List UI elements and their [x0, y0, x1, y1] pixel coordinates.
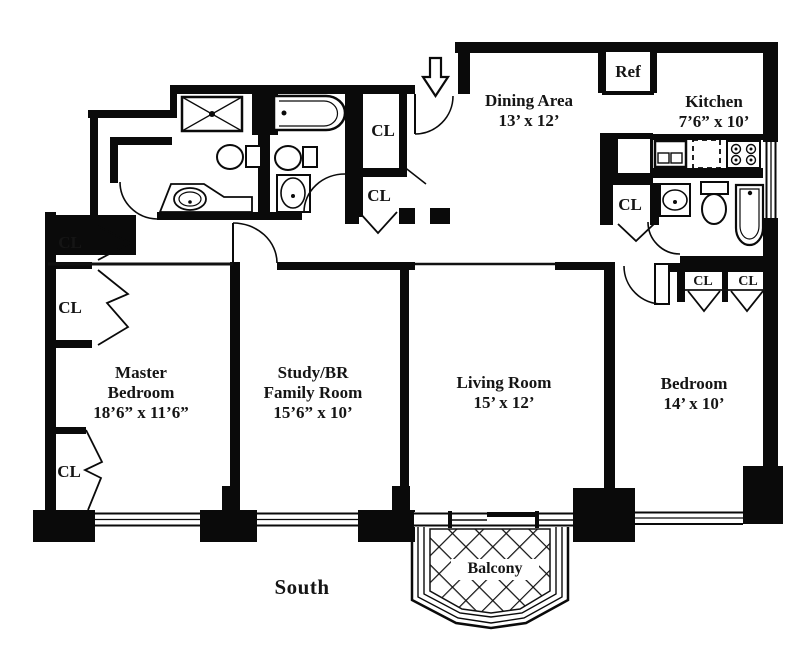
room-dimensions: 13’ x 12’: [498, 111, 560, 130]
hall-closet-door-leaf: [402, 165, 427, 185]
toilet-icon: [274, 145, 318, 171]
closet-door-chevron: [687, 290, 721, 313]
room-name: Study/BR: [277, 363, 349, 382]
balcony-railing: [417, 527, 563, 624]
refrigerator-label: Ref: [615, 62, 641, 81]
toilet-icon: [700, 181, 729, 225]
dining-area-label: Dining Area 13’ x 12’: [485, 91, 573, 131]
toilet-icon: [216, 144, 262, 170]
room-name: Master: [115, 363, 167, 382]
closet-door-chevron: [97, 225, 132, 261]
room-name: Bedroom: [660, 374, 728, 393]
window-master-south: [93, 512, 200, 527]
room-dimensions: 18’6” x 11’6”: [93, 403, 189, 422]
bathtub-icon: [734, 183, 765, 247]
bathtub-icon: [272, 94, 347, 132]
bath2-door-swing: [303, 173, 346, 213]
closet-door-chevron: [358, 211, 398, 235]
kitchen-sink-icon: [653, 139, 688, 169]
room-dimensions: 15’ x 12’: [473, 393, 535, 412]
balcony-door: [414, 511, 573, 528]
shower-icon: [180, 95, 244, 133]
closet-label-left-3: CL: [57, 462, 81, 481]
sink-icon: [659, 183, 691, 217]
room-name: Kitchen: [685, 92, 743, 111]
refrigerator-icon: [602, 48, 654, 95]
closet-label-hall-2: CL: [367, 186, 391, 205]
window-kitchen-east: [765, 142, 777, 218]
walls: [33, 42, 783, 542]
master-bedroom-label: Master Bedroom 18’6” x 11’6”: [93, 363, 188, 423]
closet-label-left-1: CL: [58, 233, 82, 252]
bedroom-door-swing: [623, 263, 670, 305]
windows: [93, 142, 777, 527]
balcony-railing: [423, 527, 557, 618]
closet-door-chevron: [730, 290, 764, 313]
closet-label-bedroom-1: CL: [693, 274, 713, 289]
thin-walls: [48, 262, 765, 291]
fixtures: [158, 94, 765, 247]
orientation-label: South: [274, 575, 330, 599]
bedroom-label: Bedroom 14’ x 10’: [661, 374, 728, 414]
kitchen-label: Kitchen 7’6” x 10’: [679, 92, 750, 132]
closet-door-chevron: [617, 223, 655, 243]
entry-arrow-icon: [420, 56, 451, 99]
master-bath-door-swing: [119, 181, 158, 220]
master-bedroom-door-swing: [232, 222, 278, 264]
dishwasher-icon: [692, 139, 721, 169]
study-label: Study/BR Family Room 15’6” x 10’: [264, 363, 363, 423]
balcony-label-band: [451, 559, 539, 580]
window-study-south: [257, 512, 358, 527]
balcony-label: Balcony: [467, 560, 523, 577]
entry-door-swing: [414, 94, 454, 135]
doors: [119, 94, 681, 305]
room-name: Dining Area: [484, 91, 574, 110]
kitchen-cabinet-inset: [618, 139, 650, 173]
stove-icon: [726, 140, 761, 169]
room-dimensions: 14’ x 10’: [663, 394, 725, 413]
room-dimensions: 15’6” x 10’: [273, 403, 353, 422]
closet-door-chevrons: [82, 211, 764, 511]
closet-label-kitchen: CL: [618, 195, 642, 214]
balcony: [410, 527, 570, 630]
closet-label-hall-1: CL: [371, 121, 395, 140]
room-name: Family Room: [263, 383, 363, 402]
living-room-label: Living Room 15’ x 12’: [457, 373, 552, 413]
vanity-sink-icon: [158, 183, 253, 213]
room-name: Bedroom: [107, 383, 175, 402]
window-bedroom-south: [635, 511, 743, 525]
closet-label-left-2: CL: [58, 298, 82, 317]
room-name: Living Room: [456, 373, 552, 392]
bath3-door-swing: [647, 221, 681, 255]
room-dimensions: 7’6” x 10’: [678, 112, 750, 131]
closet-label-bedroom-2: CL: [738, 274, 758, 289]
balcony-railing: [410, 527, 570, 630]
closet-door-chevron: [82, 429, 104, 511]
closet-door-chevron: [97, 269, 130, 346]
